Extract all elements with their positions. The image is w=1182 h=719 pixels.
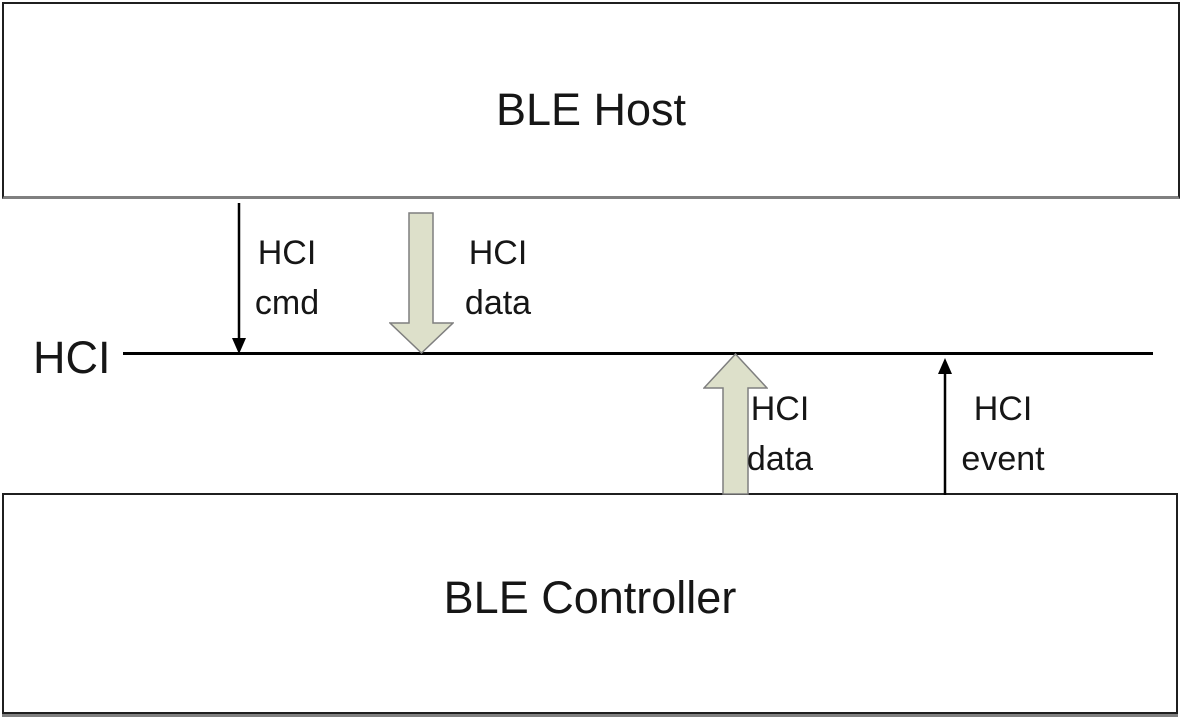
hci-event-up-arrow-icon xyxy=(938,358,952,495)
hci-cmd-label-line1: HCI xyxy=(257,234,317,272)
ble-controller-label: BLE Controller xyxy=(443,572,737,623)
hci-event-label: HCI event xyxy=(961,384,1044,484)
hci-data-down-label-line2: data xyxy=(464,284,532,322)
hci-cmd-label: HCI cmd xyxy=(255,228,319,328)
ble-host-label: BLE Host xyxy=(495,84,687,135)
hci-data-up-label-line2: data xyxy=(746,440,814,478)
ble-controller-box: BLE Controller xyxy=(2,493,1178,714)
hci-cmd-down-arrow-icon xyxy=(232,203,246,354)
hci-cmd-label-line2: cmd xyxy=(254,284,320,322)
hci-data-up-label: HCI data xyxy=(747,384,813,484)
hci-data-up-label-line1: HCI xyxy=(750,390,810,428)
hci-event-label-line1: HCI xyxy=(973,390,1033,428)
hci-data-down-block-arrow-icon xyxy=(389,212,454,354)
hci-data-down-label-line1: HCI xyxy=(468,234,528,272)
hci-interface-label: HCI xyxy=(33,332,111,383)
hci-event-label-line2: event xyxy=(961,440,1045,478)
hci-interface-line xyxy=(123,352,1153,355)
hci-data-up-block-arrow-icon xyxy=(703,353,768,495)
ble-host-box: BLE Host xyxy=(2,2,1180,199)
hci-data-down-label: HCI data xyxy=(465,228,531,328)
